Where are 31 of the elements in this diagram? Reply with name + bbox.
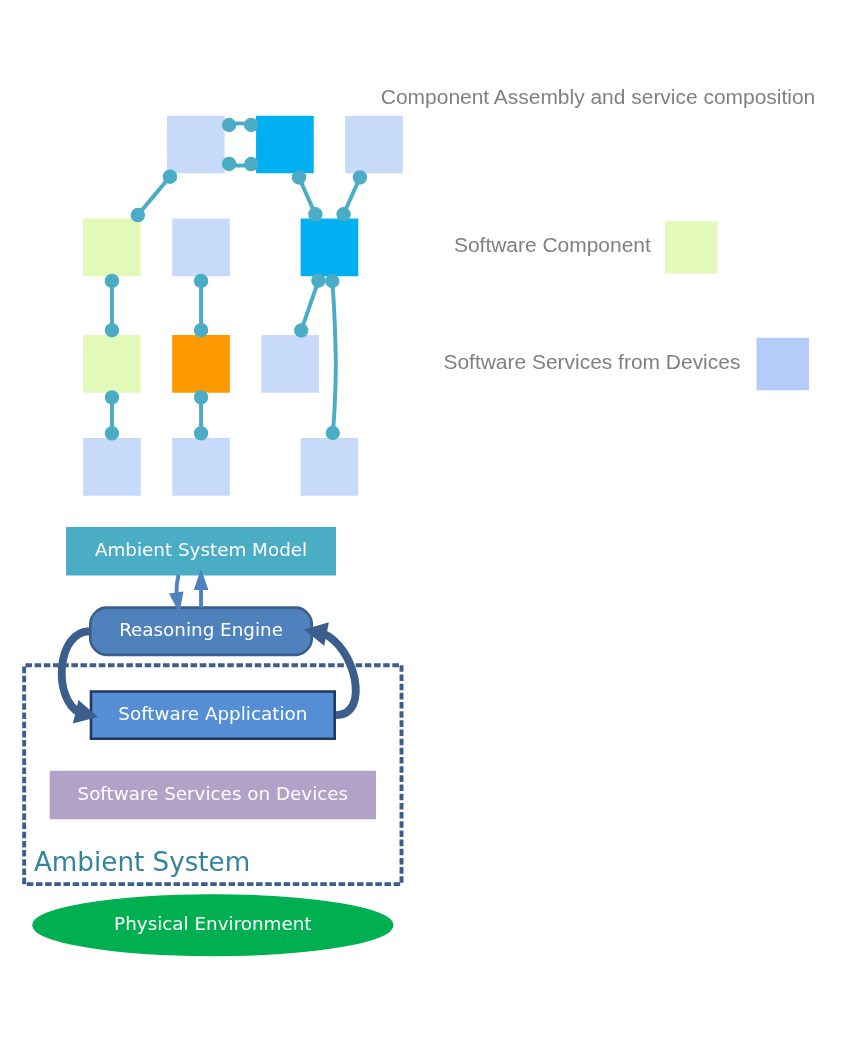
- node-box: [300, 437, 359, 496]
- connector: [336, 169, 368, 221]
- node-box: [83, 437, 141, 496]
- connector: [193, 273, 209, 337]
- node-box: [167, 115, 225, 173]
- node-box: Software Application: [89, 689, 336, 740]
- diagram-title: Component Assembly and service composition: [380, 84, 816, 108]
- node-box: [256, 115, 314, 173]
- connector: [104, 273, 120, 337]
- node-box: [83, 218, 141, 276]
- arrow: [193, 568, 209, 607]
- node-box: Reasoning Engine: [89, 605, 314, 656]
- node-box: [172, 437, 230, 496]
- node-box: Ambient System Model: [66, 526, 336, 576]
- connector: [291, 169, 323, 221]
- node-box: [345, 115, 403, 173]
- connector: [325, 273, 340, 440]
- connector: [104, 389, 120, 441]
- arrow: [304, 621, 360, 719]
- node-box: Software Services on Devices: [49, 770, 376, 819]
- node-box: [83, 334, 141, 393]
- legend-label: Software Services from Devices: [443, 349, 741, 373]
- node-box: [261, 334, 319, 393]
- node-ellipse: Physical Environment: [32, 893, 394, 956]
- connector: [193, 389, 209, 441]
- connector: [294, 272, 326, 338]
- node-box: [300, 218, 359, 276]
- node-box: [172, 218, 230, 276]
- node-box: [172, 334, 230, 393]
- connector: [130, 168, 178, 222]
- legend-label: Software Component: [453, 232, 651, 256]
